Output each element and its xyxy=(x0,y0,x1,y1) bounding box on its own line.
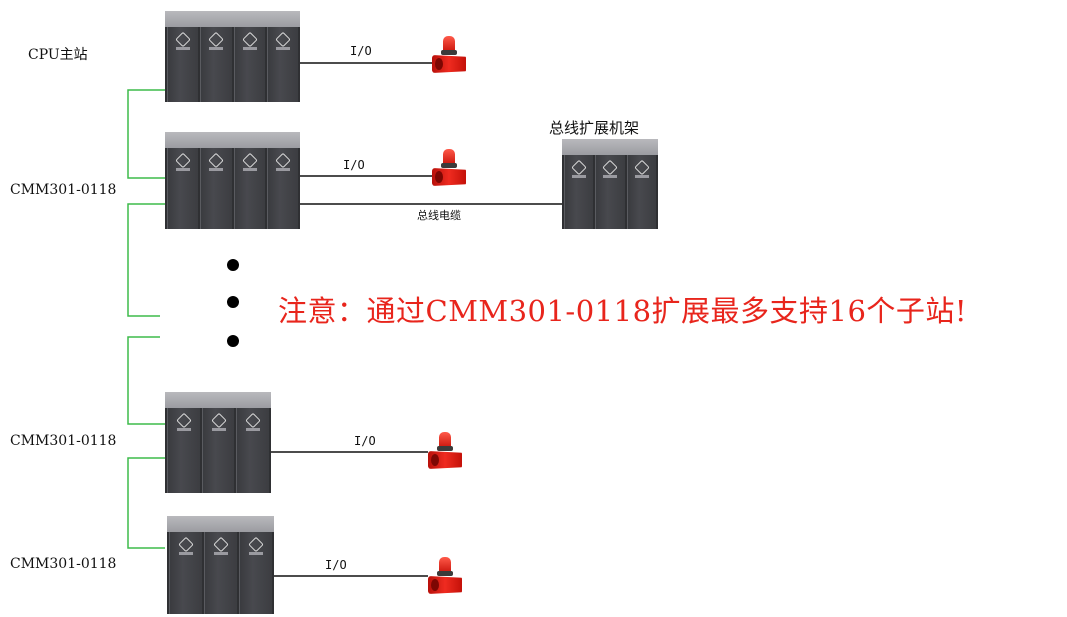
ellipsis-dot xyxy=(227,259,239,271)
plc-module xyxy=(564,155,594,229)
slave-label-3: CMM301-0118 xyxy=(10,556,117,572)
module-logo-icon xyxy=(178,536,194,553)
plc-module xyxy=(201,408,235,493)
io-label-4: I/O xyxy=(325,558,347,572)
module-logo-icon xyxy=(175,31,191,48)
module-logo-icon xyxy=(634,159,650,176)
link-up-to-slave2 xyxy=(127,336,165,425)
module-logo-icon xyxy=(208,31,225,48)
plc-module xyxy=(204,532,237,614)
slave-label-2: CMM301-0118 xyxy=(10,433,117,449)
rack-body xyxy=(165,408,271,493)
rack-body xyxy=(167,532,274,614)
rack-body xyxy=(165,148,300,229)
rack-top xyxy=(562,139,658,155)
plc-module xyxy=(595,155,625,229)
plc-module xyxy=(167,27,199,102)
alarm-beacon-icon xyxy=(426,557,466,597)
module-logo-icon xyxy=(571,159,587,176)
network-links xyxy=(127,89,165,549)
module-logo-icon xyxy=(208,152,225,169)
rack-body xyxy=(562,155,658,229)
plc-module xyxy=(200,148,232,229)
module-logo-icon xyxy=(175,152,191,169)
slave-label-1: CMM301-0118 xyxy=(10,182,117,198)
plc-module xyxy=(200,27,232,102)
rack-top xyxy=(165,11,300,27)
io-label-3: I/O xyxy=(354,434,376,448)
ellipsis-dot xyxy=(227,296,239,308)
plc-module xyxy=(239,532,272,614)
cpu-master-rack xyxy=(165,11,300,102)
io-label-1: I/O xyxy=(350,44,372,58)
rack-top xyxy=(165,132,300,148)
module-logo-icon xyxy=(241,152,258,169)
link-slave2-to-slave3 xyxy=(127,457,165,549)
max-slaves-note: 注意：通过CMM301-0118扩展最多支持16个子站! xyxy=(278,294,968,328)
plc-module xyxy=(167,408,200,493)
bus-cable-label: 总线电缆 xyxy=(417,209,461,222)
plc-module xyxy=(167,148,199,229)
module-logo-icon xyxy=(275,152,291,169)
rack-top xyxy=(167,516,274,532)
module-logo-icon xyxy=(245,412,261,429)
module-logo-icon xyxy=(176,412,192,429)
plc-module xyxy=(236,408,270,493)
rack-top xyxy=(165,392,271,408)
link-cpu-to-slave1 xyxy=(127,89,165,179)
plc-module xyxy=(233,27,265,102)
ellipsis-dot xyxy=(227,335,239,347)
bus-expansion-rack xyxy=(562,139,658,229)
module-logo-icon xyxy=(275,31,291,48)
alarm-beacon-icon xyxy=(430,36,470,76)
plc-module xyxy=(266,27,298,102)
module-logo-icon xyxy=(241,31,258,48)
rack-body xyxy=(165,27,300,102)
master-station-label: CPU主站 xyxy=(28,47,88,63)
plc-module xyxy=(266,148,298,229)
slave-rack-2 xyxy=(165,392,271,493)
module-logo-icon xyxy=(210,412,227,429)
module-logo-icon xyxy=(213,536,229,553)
alarm-beacon-icon xyxy=(430,149,470,189)
plc-module xyxy=(233,148,265,229)
alarm-beacon-icon xyxy=(426,432,466,472)
module-logo-icon xyxy=(602,159,619,176)
io-wires xyxy=(271,62,562,577)
slave-rack-1 xyxy=(165,132,300,229)
expansion-rack-label: 总线扩展机架 xyxy=(549,119,640,137)
module-logo-icon xyxy=(248,536,264,553)
plc-module xyxy=(169,532,202,614)
link-slave1-down xyxy=(127,203,165,317)
io-label-2: I/O xyxy=(343,158,365,172)
slave-rack-3 xyxy=(167,516,274,614)
plc-module xyxy=(626,155,656,229)
